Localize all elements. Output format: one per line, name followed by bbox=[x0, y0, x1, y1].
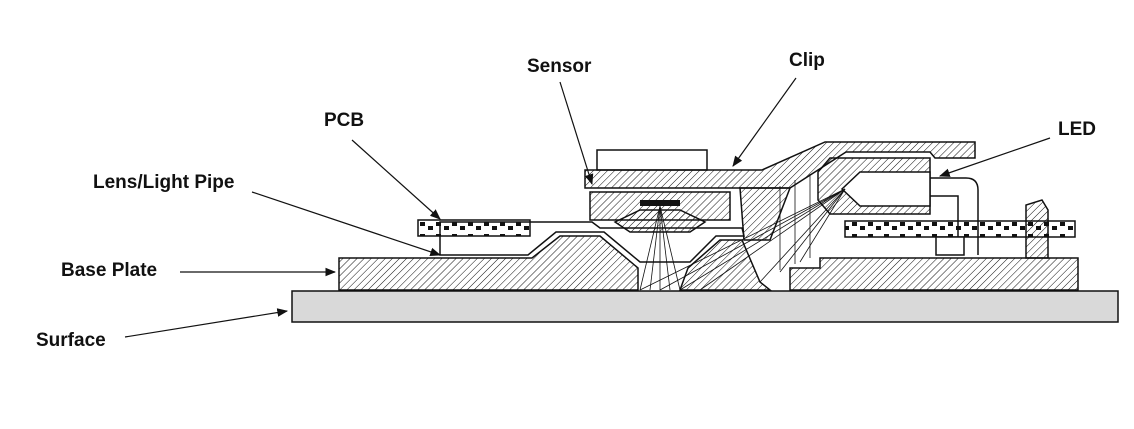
clip-leader bbox=[732, 77, 797, 167]
light-rays bbox=[639, 174, 846, 291]
clip bbox=[584, 141, 976, 189]
base-plate-right bbox=[789, 257, 1079, 291]
label-base-plate: Base Plate bbox=[61, 260, 157, 281]
surface-block bbox=[291, 290, 1119, 323]
pcb-left bbox=[417, 219, 531, 237]
pcb-leader bbox=[351, 139, 441, 220]
label-pcb: PCB bbox=[324, 110, 364, 131]
led-lead bbox=[930, 177, 979, 255]
surface-leader bbox=[124, 308, 289, 338]
label-lens: Lens/Light Pipe bbox=[93, 172, 234, 193]
led-body bbox=[840, 171, 931, 207]
lens-leader bbox=[251, 191, 442, 257]
led-foot bbox=[935, 236, 965, 256]
sensor-die bbox=[640, 200, 680, 206]
label-surface: Surface bbox=[36, 330, 106, 351]
latch bbox=[1025, 199, 1049, 259]
sensor-leader bbox=[559, 81, 594, 186]
led-leader bbox=[938, 137, 1051, 177]
label-led: LED bbox=[1058, 119, 1096, 140]
base-plate bbox=[338, 235, 639, 291]
sensor-top-block bbox=[596, 149, 708, 171]
label-clip: Clip bbox=[789, 50, 825, 71]
label-sensor: Sensor bbox=[527, 56, 592, 77]
leader-lines bbox=[124, 77, 1051, 338]
clip-side bbox=[739, 187, 792, 241]
